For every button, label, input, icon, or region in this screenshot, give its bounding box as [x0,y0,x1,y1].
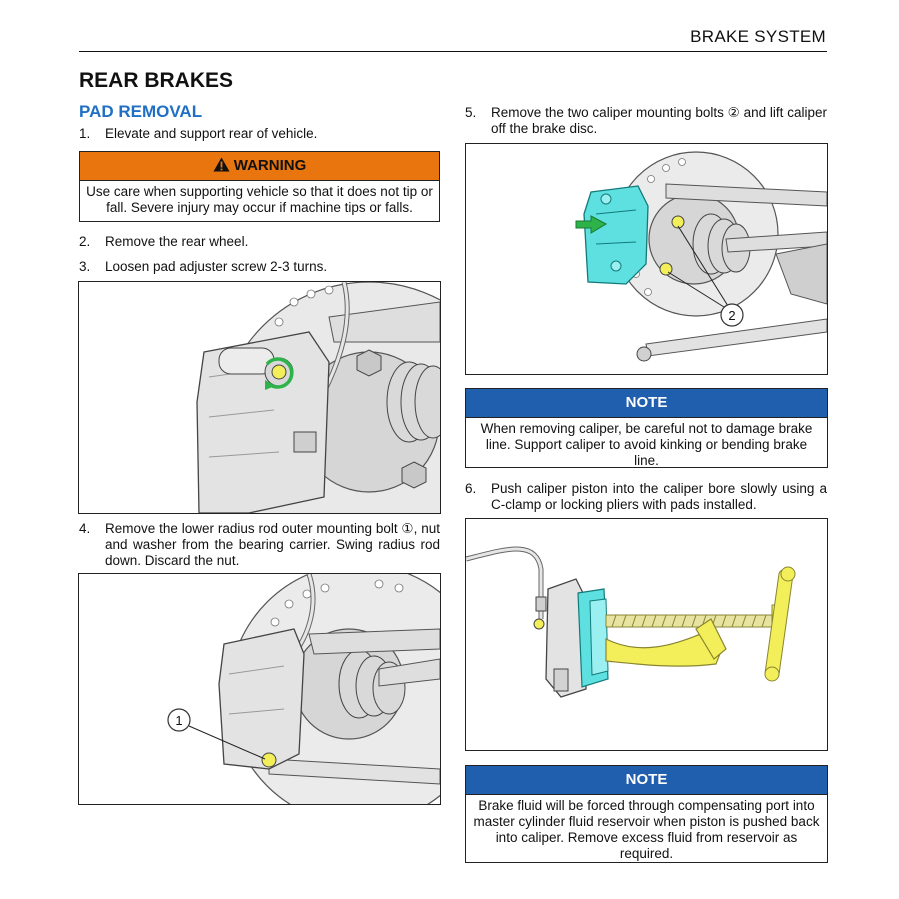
figure-radius-rod: 1 [78,573,441,805]
step-4: 4. Remove the lower radius rod outer mou… [79,521,440,569]
step-number: 1. [79,126,91,141]
warning-label: WARNING [233,157,307,174]
step-number: 5. [465,105,477,120]
note-header: NOTE [466,389,827,418]
note-text: Brake fluid will be forced through compe… [473,798,820,861]
step-2: 2. Remove the rear wheel. [79,234,440,250]
warning-text: Use care when supporting vehicle so that… [86,184,433,215]
step-number: 6. [465,481,477,496]
step-5: 5. Remove the two caliper mounting bolts… [465,105,827,137]
note-box-1: NOTE When removing caliper, be careful n… [465,388,828,468]
warning-header: WARNING [80,152,439,181]
header-section-title: BRAKE SYSTEM [690,27,826,46]
note-box-2: NOTE Brake fluid will be forced through … [465,765,828,863]
step-number: 3. [79,259,91,274]
step-text: Remove the lower radius rod outer mounti… [105,521,440,568]
step-3: 3. Loosen pad adjuster screw 2-3 turns. [79,259,440,275]
step-number: 4. [79,521,91,536]
caliper-removal-illustration: 2 [466,144,827,374]
step-1: 1. Elevate and support rear of vehicle. [79,126,440,142]
step-text: Remove the two caliper mounting bolts ② … [491,105,827,136]
radius-rod-illustration: 1 [79,574,440,804]
section-title: PAD REMOVAL [79,102,203,121]
step-number: 2. [79,234,91,249]
step-text: Push caliper piston into the caliper bor… [491,481,827,512]
step-text: Loosen pad adjuster screw 2-3 turns. [105,259,328,274]
step-text: Remove the rear wheel. [105,234,249,249]
warning-triangle-icon [213,157,230,172]
callout-1-label: 1 [175,713,182,728]
figure-caliper-removal: 2 [465,143,828,375]
figure-c-clamp [465,518,828,751]
note-header: NOTE [466,766,827,795]
figure-pad-adjuster [78,281,441,514]
note-text: When removing caliper, be careful not to… [480,421,813,468]
caliper-adjuster-illustration [79,282,440,513]
step-text: Elevate and support rear of vehicle. [105,126,318,141]
callout-2-label: 2 [728,308,735,323]
page-title: REAR BRAKES [79,69,234,92]
warning-box: WARNING Use care when supporting vehicle… [79,151,440,222]
header-divider [79,51,827,52]
c-clamp-illustration [466,519,827,750]
step-6: 6. Push caliper piston into the caliper … [465,481,827,513]
